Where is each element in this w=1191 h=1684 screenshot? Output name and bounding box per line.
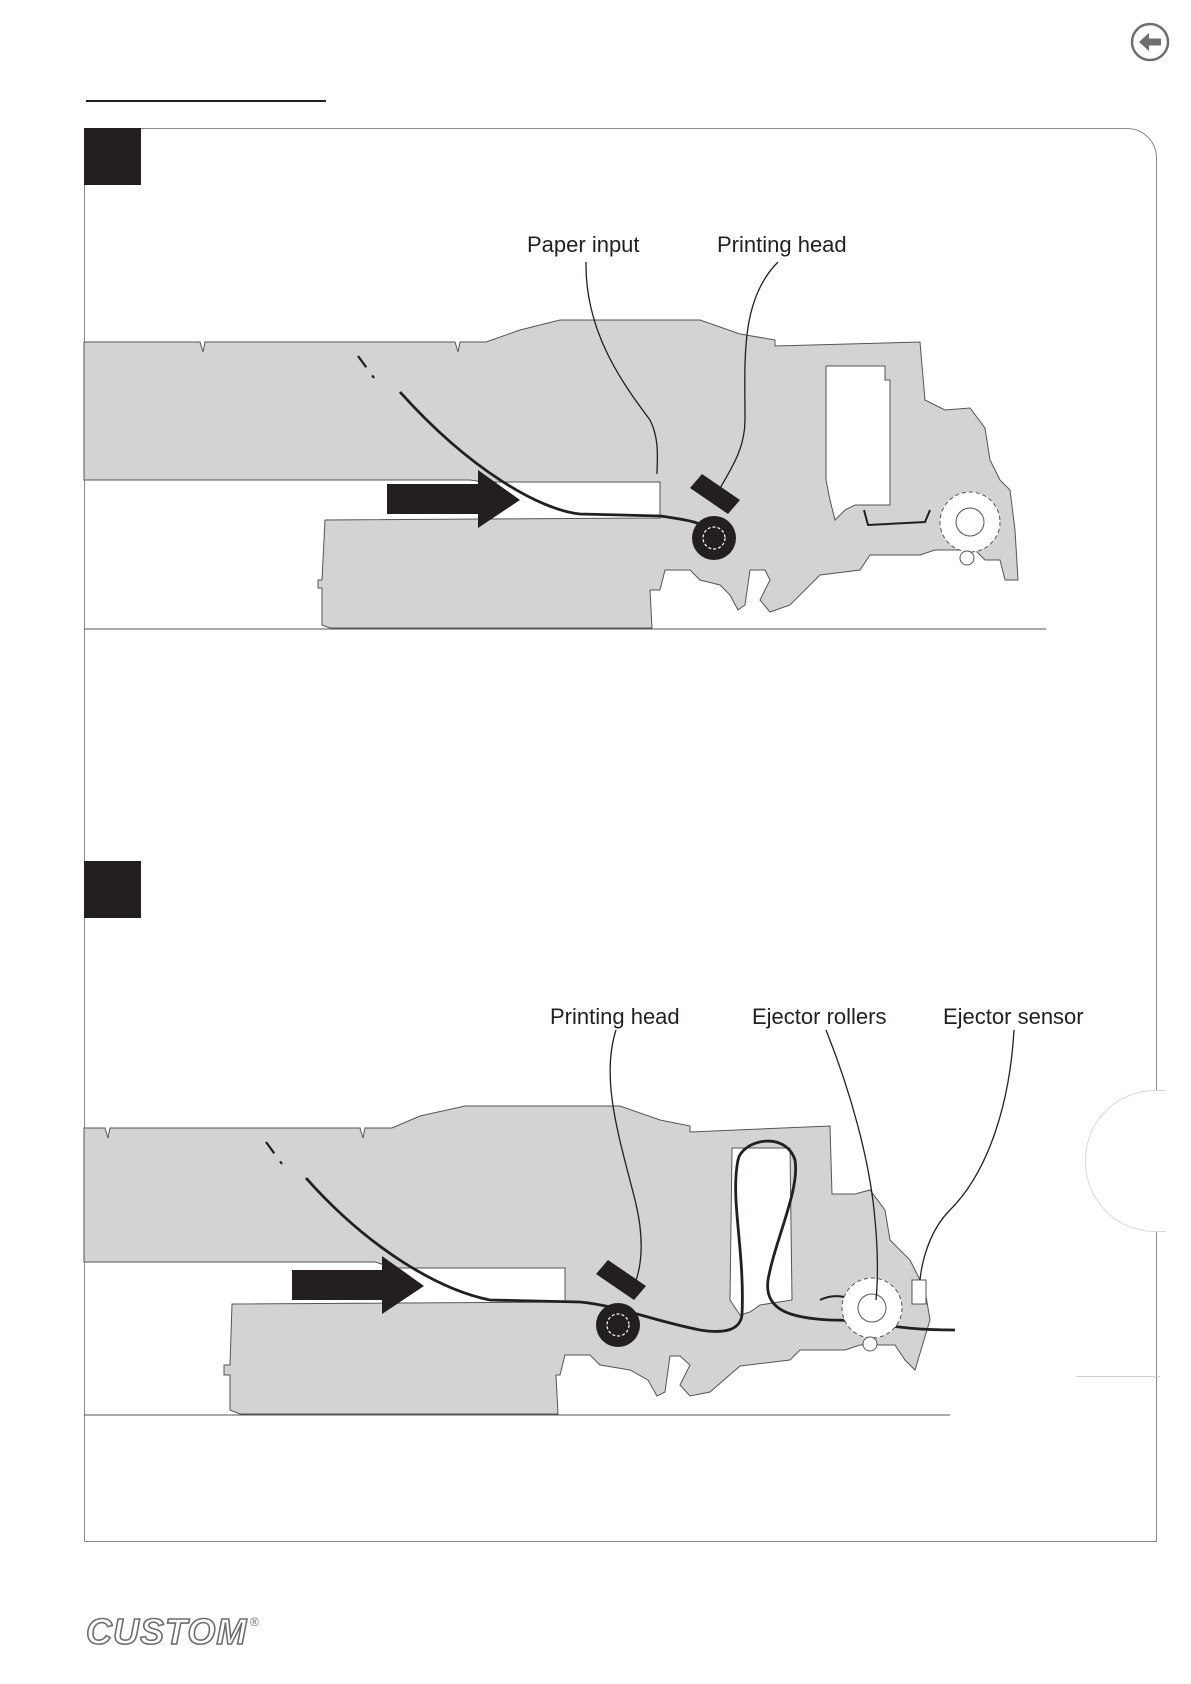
- svg-text:®: ®: [250, 1615, 259, 1629]
- platen-roller-2: [596, 1303, 640, 1347]
- ejector-sensor-part: [912, 1280, 926, 1304]
- label-ejector-rollers: Ejector rollers: [752, 1004, 886, 1030]
- custom-logo: CUSTOM ®: [86, 1612, 266, 1652]
- svg-text:CUSTOM: CUSTOM: [86, 1612, 247, 1652]
- printer-body-2: [84, 1106, 930, 1414]
- label-printing-head-2: Printing head: [550, 1004, 680, 1030]
- label-ejector-sensor: Ejector sensor: [943, 1004, 1084, 1030]
